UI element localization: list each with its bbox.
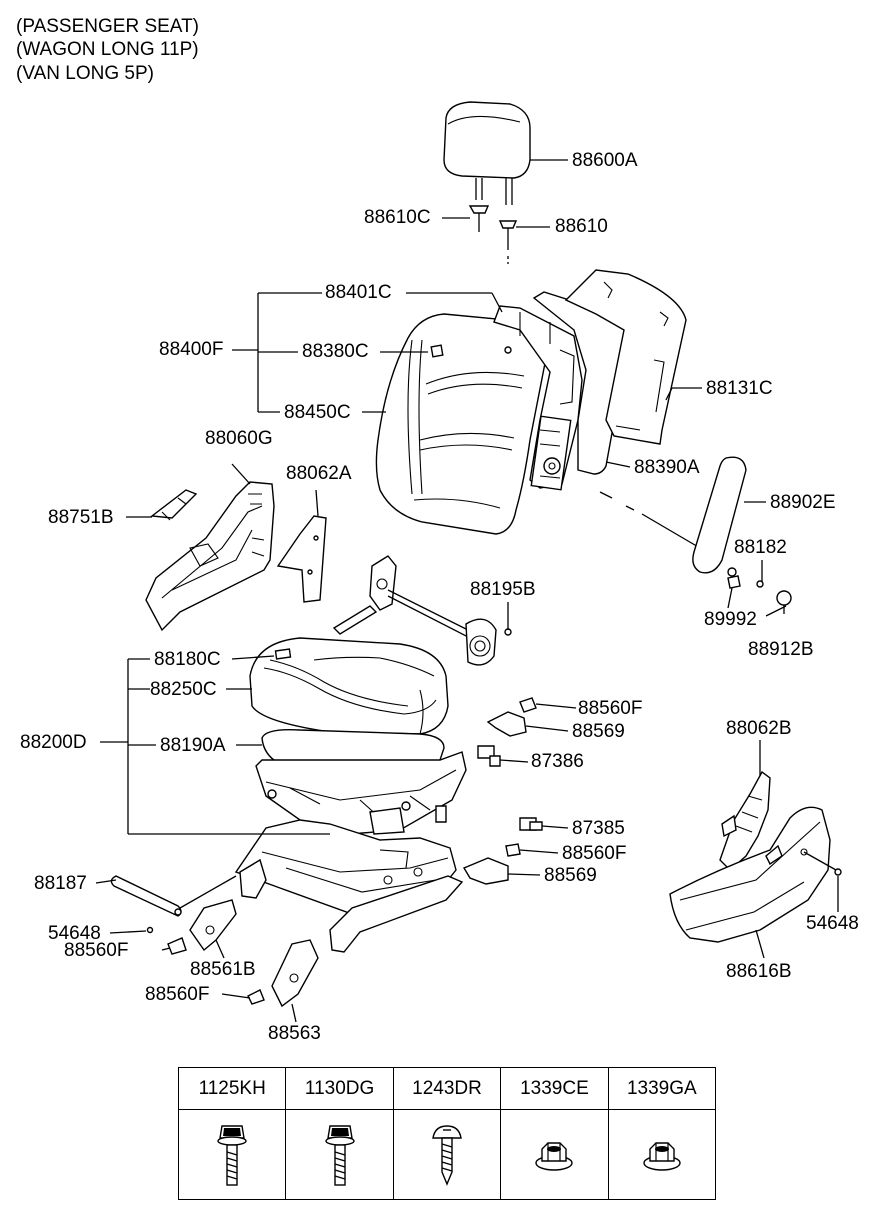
- label-88600A: 88600A: [572, 150, 638, 171]
- label-88200D: 88200D: [20, 732, 87, 753]
- clip-88560F-a: [519, 697, 537, 713]
- header-line-1: (PASSENGER SEAT): [16, 16, 199, 37]
- flange-nut-icon: [501, 1110, 607, 1199]
- seat-track-part: [234, 819, 464, 953]
- seatback-cushion-part: [375, 313, 548, 535]
- label-88250C: 88250C: [150, 679, 217, 700]
- leader-lines: [95, 159, 839, 1023]
- label-88060G: 88060G: [205, 428, 273, 449]
- label-54648-left: 54648: [48, 923, 101, 944]
- label-87385: 87385: [572, 818, 625, 839]
- header-line-2: (WAGON LONG 11P): [16, 39, 199, 60]
- armrest-part: [692, 456, 792, 614]
- label-88902E: 88902E: [770, 492, 836, 513]
- hardware-code: 1339GA: [608, 1068, 716, 1110]
- label-54648-right: 54648: [806, 913, 859, 934]
- clip-54648-b: [834, 868, 842, 876]
- tapping-screw-icon: [394, 1110, 500, 1199]
- label-89992: 89992: [704, 609, 757, 630]
- side-shield-part: [145, 481, 275, 632]
- clip-87385: [519, 817, 543, 831]
- label-88610C: 88610C: [364, 207, 431, 228]
- seatback-frame-part: [493, 305, 583, 491]
- label-88912B: 88912B: [748, 639, 814, 660]
- label-87386: 87386: [531, 751, 584, 772]
- label-88187: 88187: [34, 873, 87, 894]
- headrest-part: [443, 101, 531, 264]
- flange-bolt-icon: [179, 1110, 285, 1199]
- label-88380C: 88380C: [302, 341, 369, 362]
- label-88560F-upper: 88560F: [578, 698, 643, 719]
- label-88560F-left: 88560F: [64, 940, 129, 961]
- label-88195B: 88195B: [470, 579, 536, 600]
- hardware-code: 1243DR: [393, 1068, 501, 1110]
- header-line-3: (VAN LONG 5P): [16, 63, 154, 84]
- label-88569-lower: 88569: [544, 865, 597, 886]
- hardware-code: 1130DG: [286, 1068, 393, 1110]
- label-88190A: 88190A: [160, 735, 226, 756]
- label-88610: 88610: [555, 216, 608, 237]
- clip-88560F-b: [505, 843, 521, 857]
- label-88560F-bottom: 88560F: [145, 984, 210, 1005]
- label-88131C: 88131C: [706, 378, 773, 399]
- back-panel-part: [564, 269, 687, 445]
- hardware-cell: 1125KH: [179, 1068, 286, 1199]
- leg-cover-88561B: [189, 899, 237, 952]
- label-88182: 88182: [734, 537, 787, 558]
- leg-cover-88563: [247, 939, 319, 1008]
- hardware-table: 1125KH 1130DG: [178, 1067, 716, 1200]
- label-88400F: 88400F: [159, 339, 224, 360]
- hardware-cell: 1243DR: [392, 1068, 501, 1199]
- recliner-part: [332, 555, 512, 666]
- label-88563: 88563: [268, 1023, 321, 1044]
- hardware-cell: 1339GA: [607, 1068, 716, 1199]
- label-88180C: 88180C: [154, 649, 221, 670]
- seat-frame-part: [255, 751, 467, 835]
- label-88062B: 88062B: [726, 718, 792, 739]
- side-cover-part: [276, 515, 327, 603]
- hardware-cell: 1339CE: [500, 1068, 608, 1199]
- label-88751B: 88751B: [48, 507, 114, 528]
- label-88616B: 88616B: [726, 961, 792, 982]
- bracket-88569-b: [462, 857, 509, 885]
- clip-87386: [477, 745, 501, 767]
- label-88450C: 88450C: [284, 402, 351, 423]
- bracket-88569-a: [486, 711, 527, 737]
- hardware-code: 1125KH: [179, 1068, 286, 1110]
- hardware-cell: 1130DG: [285, 1068, 393, 1199]
- seat-cushion-part: [249, 637, 449, 735]
- label-88569-upper: 88569: [572, 721, 625, 742]
- label-88401C: 88401C: [325, 282, 392, 303]
- label-88561B: 88561B: [190, 959, 256, 980]
- hardware-code: 1339CE: [501, 1068, 608, 1110]
- label-88390A: 88390A: [634, 457, 700, 478]
- flange-bolt-icon: [286, 1110, 392, 1199]
- side-cover-88616B: [669, 806, 831, 943]
- rod-part: [110, 875, 237, 955]
- flange-nut-icon: [609, 1110, 715, 1199]
- label-88062A: 88062A: [286, 463, 352, 484]
- label-88560F-middle: 88560F: [562, 843, 627, 864]
